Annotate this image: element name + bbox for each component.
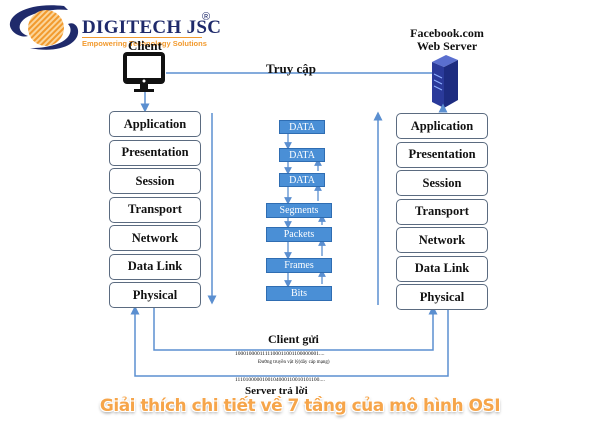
server-layer-physical: Physical xyxy=(396,284,488,310)
pdu-data-presentation: DATA xyxy=(279,148,325,162)
client-layer-data-link: Data Link xyxy=(109,253,201,280)
pdu-arrows xyxy=(284,134,326,288)
company-logo: DIGITECH JSC ® Empowering Technology Sol… xyxy=(4,2,234,52)
server-layer-network: Network xyxy=(396,227,488,253)
registered-mark: ® xyxy=(202,11,211,23)
server-layer-session: Session xyxy=(396,170,488,196)
logo-emblem-icon xyxy=(9,5,79,50)
logo-tagline: Empowering Technology Solutions xyxy=(82,39,207,48)
server-layer-presentation: Presentation xyxy=(396,141,488,168)
physical-medium-label: Đường truyền vật lý(dây cáp mạng) xyxy=(258,360,330,365)
server-layer-application: Application xyxy=(396,113,488,139)
client-computer-icon xyxy=(123,52,165,92)
server-layer-transport: Transport xyxy=(396,198,488,225)
client-layer-session: Session xyxy=(109,168,201,194)
server-osi-stack: Application Presentation Session Transpo… xyxy=(396,113,488,313)
pdu-packets: Packets xyxy=(266,227,332,242)
page-title-banner: Giải thích chi tiết về 7 tầng của mô hìn… xyxy=(99,396,501,416)
client-layer-application: Application xyxy=(109,111,201,137)
client-layer-physical: Physical xyxy=(109,282,201,308)
server-label: Facebook.com Web Server xyxy=(398,27,496,53)
client-osi-stack: Application Presentation Session Transpo… xyxy=(109,111,201,311)
client-send-label: Client gửi xyxy=(268,332,319,346)
server-bitstream: 1110100000100104000110010101100.... xyxy=(235,377,325,383)
server-reply-path xyxy=(130,305,449,377)
client-layer-network: Network xyxy=(109,225,201,251)
web-server-icon xyxy=(432,55,458,108)
pdu-frames: Frames xyxy=(266,258,332,273)
server-label-line2: Web Server xyxy=(416,39,478,53)
pdu-data-application: DATA xyxy=(279,120,325,134)
server-layer-data-link: Data Link xyxy=(396,255,488,282)
pdu-segments: Segments xyxy=(266,203,332,218)
access-label: Truy cập xyxy=(266,61,316,76)
server-label-line1: Facebook.com xyxy=(410,26,484,40)
logo-rule xyxy=(82,37,202,38)
client-label: Client xyxy=(128,38,162,53)
client-send-path xyxy=(153,305,438,351)
pdu-data-session: DATA xyxy=(279,173,325,187)
pdu-bits: Bits xyxy=(266,286,332,301)
server-reply-label: Server trả lời xyxy=(245,385,308,397)
client-layer-transport: Transport xyxy=(109,196,201,223)
logo-name: DIGITECH JSC xyxy=(82,17,222,38)
client-layer-presentation: Presentation xyxy=(109,139,201,166)
client-bitstream: 1000100001111100011001100000001.... xyxy=(235,351,325,357)
